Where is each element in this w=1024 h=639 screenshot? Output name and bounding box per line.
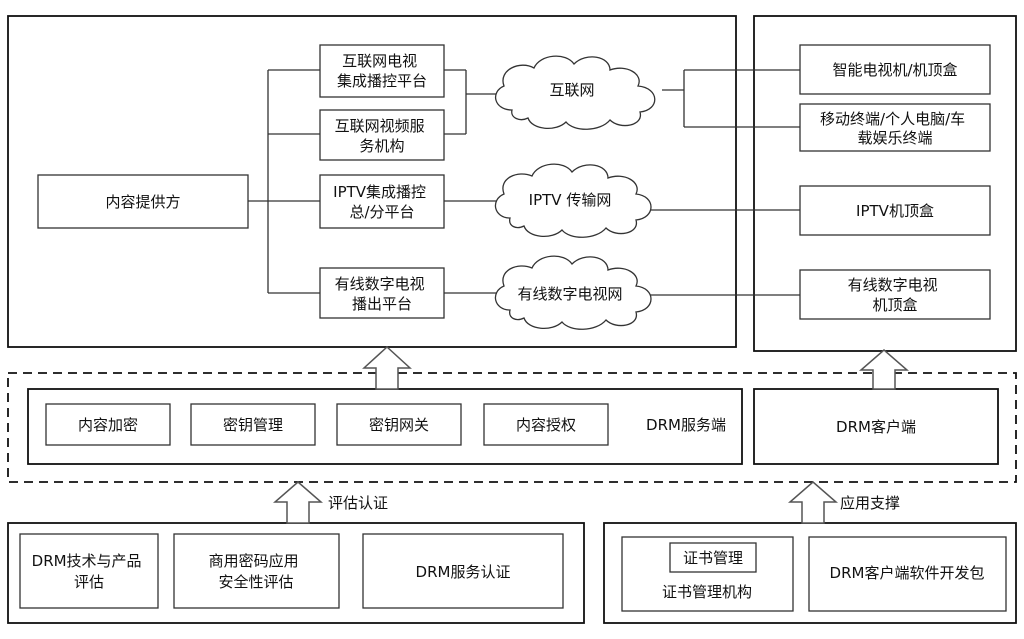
cable-platform-label: 有线数字电视 播出平台	[335, 275, 430, 313]
cert-authority-label: 证书管理机构	[662, 583, 752, 601]
server-up-arrow	[362, 345, 412, 390]
drm-server-label: DRM服务端	[646, 416, 726, 434]
iptv-network-label: IPTV 传输网	[529, 191, 612, 209]
mobile-terminal-line-1: 移动终端/个人电脑/车	[820, 110, 965, 128]
crypto-eval-line-2: 安全性评估	[218, 573, 293, 591]
smart-tv-label: 智能电视机/机顶盒	[832, 61, 957, 79]
drm-dashed-frame	[7, 372, 1017, 483]
content-provider-box	[37, 174, 249, 229]
drm-item-label: 密钥网关	[369, 416, 429, 434]
iptv-platform-box	[319, 174, 445, 229]
support-arrow-label: 应用支撑	[840, 494, 900, 512]
sdk-label: DRM客户端软件开发包	[830, 564, 985, 582]
internet-video-service-line-1: 互联网视频服	[335, 117, 425, 135]
provider-tree-lines	[248, 69, 800, 296]
iptv-network-cloud: IPTV 传输网	[494, 163, 652, 238]
crypto-eval-box	[173, 533, 340, 609]
service-cert-label: DRM服务认证	[416, 563, 511, 581]
content-provider-label: 内容提供方	[105, 193, 180, 211]
cable-network-label: 有线数字电视网	[517, 285, 622, 303]
cable-platform-box	[319, 267, 445, 319]
cable-platform-line-1: 有线数字电视	[335, 275, 425, 293]
cable-platform-line-2: 播出平台	[352, 295, 412, 313]
client-up-arrow	[858, 349, 910, 390]
tech-eval-label: DRM技术与产品 评估	[32, 552, 147, 591]
drm-item-box	[190, 403, 316, 446]
drm-item-box	[483, 403, 609, 446]
smart-tv-box	[799, 44, 991, 95]
iptv-stb-box	[799, 185, 991, 236]
drm-client-frame	[753, 388, 999, 465]
tech-eval-line-1: DRM技术与产品	[32, 552, 142, 570]
service-cert-box	[362, 533, 564, 609]
internet-tv-platform-line-1: 互联网电视	[342, 52, 417, 70]
drm-item-box	[336, 403, 462, 446]
drm-client-label: DRM客户端	[836, 418, 916, 436]
tech-eval-line-2: 评估	[74, 573, 104, 591]
iptv-stb-label: IPTV机顶盒	[856, 202, 934, 220]
cert-mgmt-box	[669, 542, 757, 573]
internet-tv-platform-label: 互联网电视 集成播控平台	[337, 52, 427, 90]
mobile-terminal-label: 移动终端/个人电脑/车 载娱乐终端	[820, 110, 970, 147]
cable-stb-line-2: 机顶盒	[872, 296, 917, 314]
internet-tv-platform-line-2: 集成播控平台	[337, 72, 427, 90]
mobile-terminal-box	[799, 103, 991, 152]
internet-video-service-box	[319, 109, 445, 161]
support-up-arrow	[787, 481, 839, 524]
internet-video-service-line-2: 务机构	[359, 137, 404, 155]
internet-video-service-label: 互联网视频服 务机构	[335, 117, 430, 155]
internet-cloud: 互联网	[494, 55, 656, 130]
mobile-terminal-line-2: 载娱乐终端	[857, 129, 932, 147]
crypto-eval-label: 商用密码应用 安全性评估	[209, 552, 304, 591]
drm-item-label: 内容加密	[78, 416, 138, 434]
cable-stb-line-1: 有线数字电视	[848, 276, 938, 294]
cable-network-cloud: 有线数字电视网	[494, 255, 652, 330]
cable-stb-box	[799, 269, 991, 320]
cable-stb-label: 有线数字电视 机顶盒	[848, 276, 943, 314]
tech-eval-box	[19, 533, 159, 609]
iptv-platform-line-1: IPTV集成播控	[333, 183, 426, 201]
evaluation-arrow-label: 评估认证	[328, 494, 388, 512]
drm-item-label: 密钥管理	[223, 416, 283, 434]
cert-mgmt-label: 证书管理	[683, 549, 743, 567]
iptv-platform-label: IPTV集成播控 总/分平台	[333, 183, 431, 221]
evaluation-up-arrow	[272, 481, 324, 524]
iptv-platform-line-2: 总/分平台	[349, 203, 414, 221]
sdk-box	[808, 536, 1007, 612]
drm-item-box	[45, 403, 171, 446]
internet-cloud-label: 互联网	[549, 81, 594, 99]
internet-tv-platform-box	[319, 44, 445, 98]
drm-item-label: 内容授权	[516, 416, 576, 434]
crypto-eval-line-1: 商用密码应用	[209, 552, 299, 570]
